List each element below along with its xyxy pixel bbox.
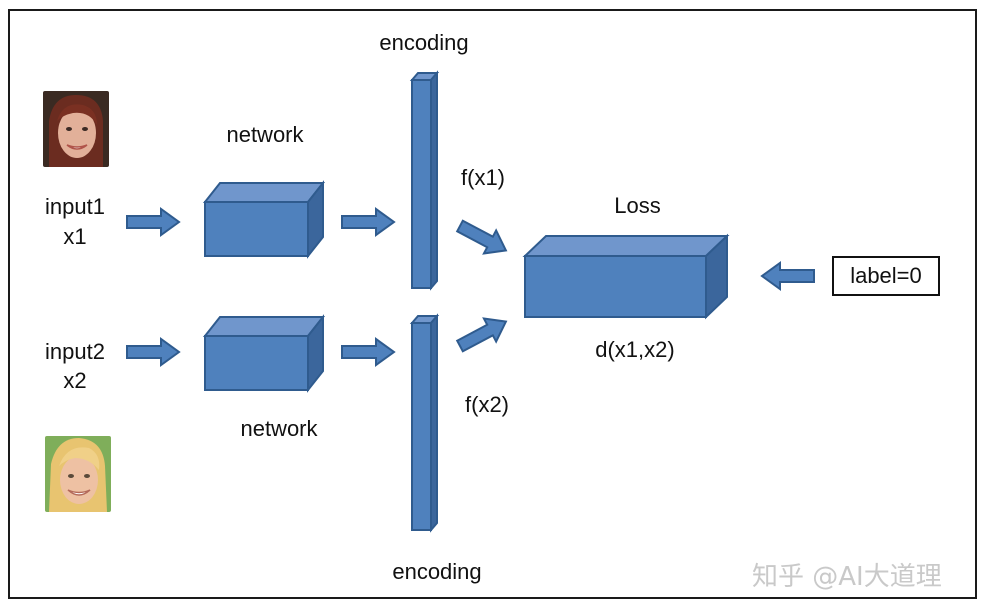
distance-label: d(x1,x2) — [595, 337, 675, 362]
fx2-label: f(x2) — [465, 392, 509, 417]
face-photo-1 — [43, 91, 109, 167]
loss-label: Loss — [614, 193, 661, 218]
encoding-label-top: encoding — [379, 30, 469, 55]
arrow-fx1-to-loss — [452, 213, 514, 263]
x1-label: x1 — [63, 224, 87, 249]
arrow-network-to-encoding-top — [341, 208, 395, 236]
arrow-input1-to-network — [126, 208, 180, 236]
diagram-frame — [8, 9, 977, 599]
network-label-top: network — [226, 122, 304, 147]
loss-block — [522, 233, 730, 320]
x2-label: x2 — [63, 368, 87, 393]
arrow-network-to-encoding-bottom — [341, 338, 395, 366]
encoding-label-bottom: encoding — [392, 559, 482, 584]
watermark: 知乎 @AI大道理 — [752, 562, 942, 592]
encoding-bar-top — [409, 70, 440, 291]
network-label-bottom: network — [240, 416, 318, 441]
network-block-bottom — [202, 314, 326, 393]
face-photo-2 — [45, 436, 111, 512]
encoding-bar-bottom — [409, 313, 440, 533]
arrow-label-to-loss — [761, 262, 815, 290]
arrow-input2-to-network — [126, 338, 180, 366]
input2-label: input2 — [45, 339, 105, 364]
label-box: label=0 — [832, 256, 940, 296]
fx1-label: f(x1) — [461, 165, 505, 190]
input1-label: input1 — [45, 194, 105, 219]
arrow-fx2-to-loss — [452, 309, 514, 359]
network-block-top — [202, 180, 326, 259]
